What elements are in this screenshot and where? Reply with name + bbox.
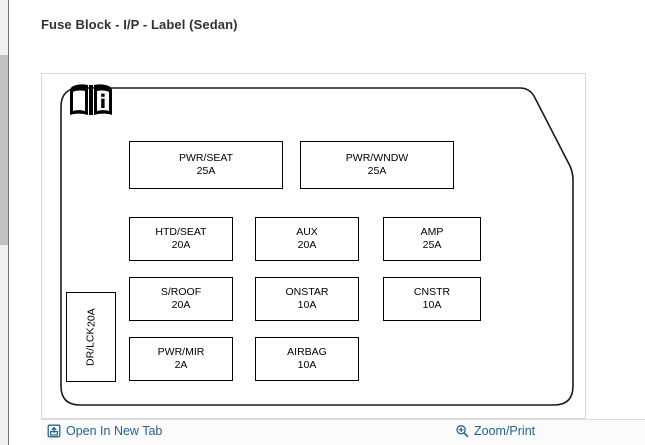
fuse-rating: 20A xyxy=(171,299,191,311)
fuse-cell-cnstr[interactable]: CNSTR 10A xyxy=(383,277,481,321)
fuse-rating: 25A xyxy=(422,239,442,251)
diagram-viewer-panel: PWR/SEAT 25A PWR/WNDW 25A HTD/SEAT 20A A… xyxy=(41,73,586,419)
fuse-cell-aux[interactable]: AUX 20A xyxy=(255,217,359,261)
fuse-label: PWR/SEAT xyxy=(178,151,234,164)
fuse-cell-amp[interactable]: AMP 25A xyxy=(383,217,481,261)
fuse-label: PWR/WNDW xyxy=(345,151,409,164)
open-in-new-tab-label: Open In New Tab xyxy=(66,424,163,438)
fuse-label: HTD/SEAT xyxy=(155,225,207,238)
fuse-label: CNSTR xyxy=(413,285,451,298)
fuse-label: DR/LCK xyxy=(84,327,97,366)
open-in-new-tab-link[interactable]: Open In New Tab xyxy=(47,424,162,438)
page-scrollbar-thumb[interactable] xyxy=(0,55,8,245)
viewer-action-bar: Open In New Tab Zoom/Print xyxy=(41,419,645,445)
page-left-edge xyxy=(8,0,9,445)
fuse-cell-s-roof[interactable]: S/ROOF 20A xyxy=(129,277,233,321)
fuse-label: ONSTAR xyxy=(285,285,329,298)
fuse-cell-onstar[interactable]: ONSTAR 10A xyxy=(255,277,359,321)
zoom-print-link[interactable]: Zoom/Print xyxy=(455,424,535,438)
fuse-rating: 20A xyxy=(171,239,191,251)
fuse-rating: 10A xyxy=(297,299,317,311)
fuse-label: AMP xyxy=(420,225,444,238)
fuse-rating: 10A xyxy=(422,299,442,311)
fuse-rating: 20A xyxy=(85,308,98,328)
zoom-print-label: Zoom/Print xyxy=(474,424,536,438)
external-link-icon xyxy=(47,424,61,438)
fuse-label: AIRBAG xyxy=(287,345,327,358)
fuse-rating: 10A xyxy=(297,359,317,371)
fuse-rating: 25A xyxy=(367,165,387,177)
fuse-label: S/ROOF xyxy=(160,285,202,298)
fuse-cell-airbag[interactable]: AIRBAG 10A xyxy=(255,337,359,381)
fuse-rating: 2A xyxy=(174,359,188,371)
fuse-cell-dr-lck[interactable]: DR/LCK 20A xyxy=(66,292,116,382)
fuse-cell-htd-seat[interactable]: HTD/SEAT 20A xyxy=(129,217,233,261)
fuse-cell-pwr-wndw[interactable]: PWR/WNDW 25A xyxy=(300,141,454,189)
fuse-label: AUX xyxy=(296,225,318,238)
fuse-rating: 20A xyxy=(297,239,317,251)
page-scrollbar-track[interactable] xyxy=(0,0,8,445)
fuse-rating: 25A xyxy=(196,165,216,177)
open-book-info-icon xyxy=(66,80,116,122)
page-title: Fuse Block - I/P - Label (Sedan) xyxy=(41,17,238,32)
fuse-label: PWR/MIR xyxy=(157,345,205,358)
magnifier-plus-icon xyxy=(455,424,469,438)
fuse-cell-pwr-seat[interactable]: PWR/SEAT 25A xyxy=(129,141,283,189)
fuse-cell-pwr-mir[interactable]: PWR/MIR 2A xyxy=(129,337,233,381)
